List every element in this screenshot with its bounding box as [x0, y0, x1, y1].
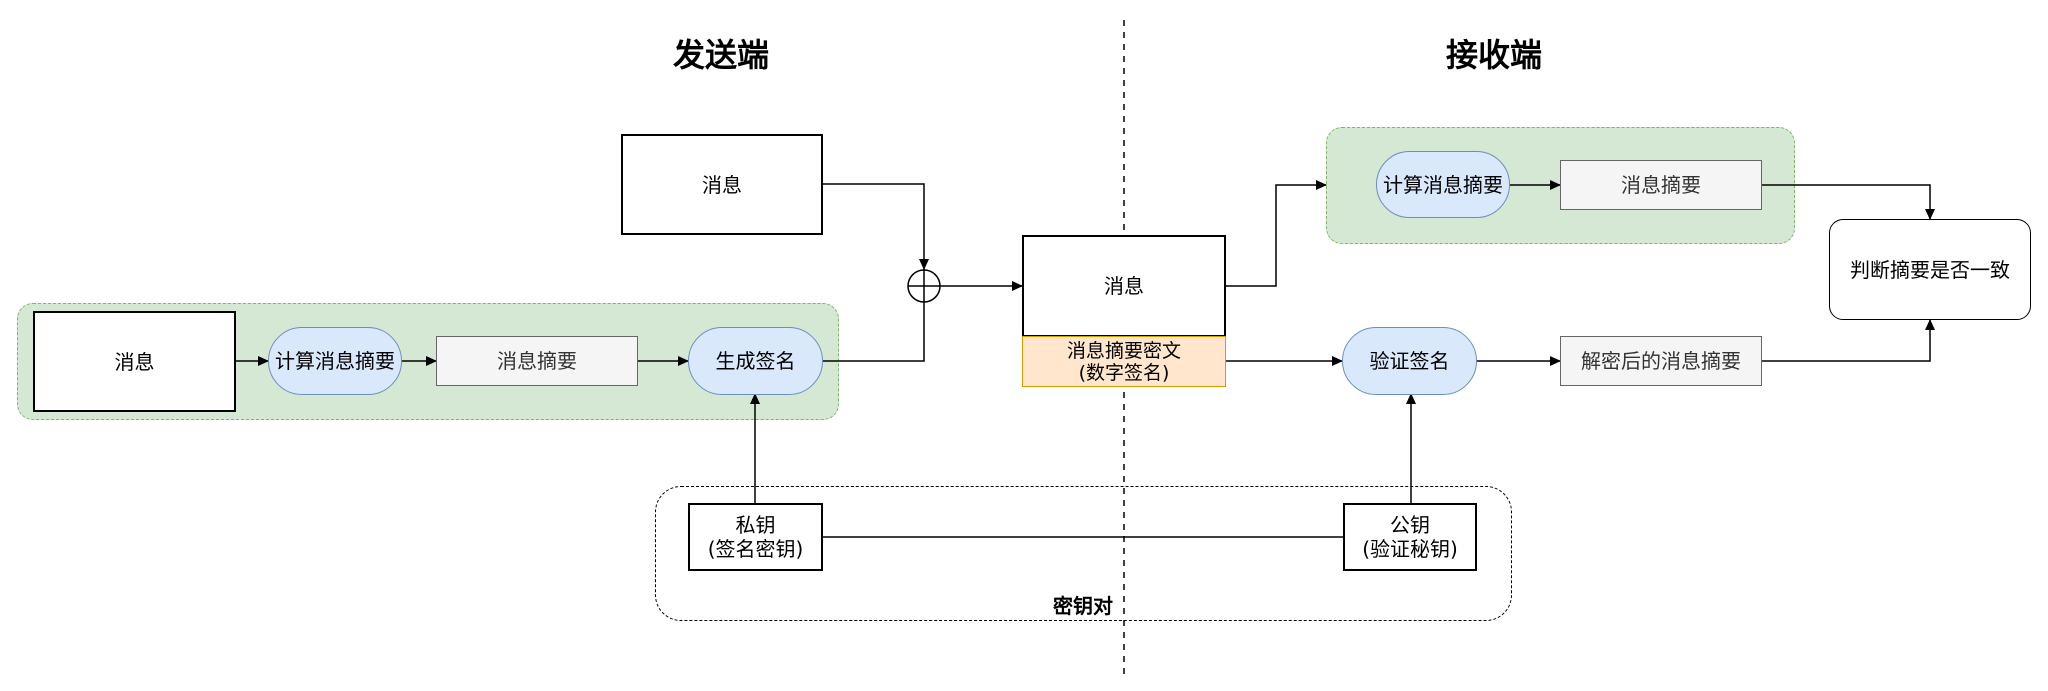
digest-ciphertext: 消息摘要密文 (数字签名) — [1022, 336, 1226, 387]
private-key: 私钥 (签名密钥) — [688, 503, 823, 571]
private-key-line1: 私钥 — [735, 513, 776, 537]
verify-signature: 验证签名 — [1342, 327, 1477, 395]
arrow-decrypted-to-judge — [1762, 319, 1935, 362]
receiver-compute-digest: 计算消息摘要 — [1376, 151, 1510, 218]
ciphertext-line2: (数字签名) — [1078, 361, 1170, 384]
public-key-line2: (验证秘钥) — [1362, 537, 1458, 561]
combiner-icon — [907, 269, 941, 303]
public-key: 公钥 (验证秘钥) — [1343, 503, 1477, 571]
receiver-digest: 消息摘要 — [1560, 160, 1762, 210]
keypair-group — [655, 486, 1512, 621]
sender-heading: 发送端 — [672, 36, 769, 74]
combined-message: 消息 — [1022, 235, 1226, 337]
arrow-message-to-receiver-compute — [1226, 180, 1327, 287]
decrypted-digest: 解密后的消息摘要 — [1560, 336, 1762, 386]
arrow-digest-to-judge — [1762, 184, 1935, 220]
sender-digest: 消息摘要 — [436, 336, 638, 386]
sender-compute-digest: 计算消息摘要 — [268, 327, 402, 395]
ciphertext-line1: 消息摘要密文 — [1066, 339, 1181, 362]
keypair-label: 密钥对 — [1053, 594, 1113, 618]
arrow-message-to-combiner — [823, 183, 929, 270]
public-key-line1: 公钥 — [1390, 513, 1430, 537]
private-key-line2: (签名密钥) — [707, 537, 804, 561]
sender-message: 消息 — [33, 311, 236, 412]
generate-signature: 生成签名 — [688, 327, 823, 395]
judge-digest-match: 判断摘要是否一致 — [1829, 219, 2031, 320]
receiver-heading: 接收端 — [1445, 36, 1542, 74]
sender-message-top: 消息 — [621, 134, 823, 235]
